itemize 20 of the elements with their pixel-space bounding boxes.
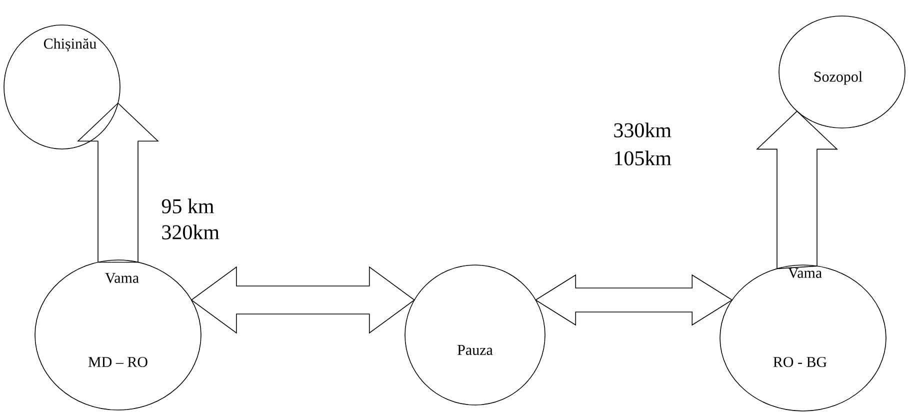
node-text: Chișinău <box>44 38 96 52</box>
ellipse-node <box>404 264 546 406</box>
node-text: Pauza <box>458 345 493 355</box>
node-text: Vama <box>788 268 822 278</box>
ellipse-node <box>34 260 202 410</box>
distance-label: 95 km <box>162 198 214 214</box>
node-text: MD – RO <box>88 356 148 368</box>
node-text: Sozopol <box>814 71 862 85</box>
distance-label: 105km <box>615 150 672 166</box>
ellipse-node <box>720 264 886 412</box>
ellipse-node <box>778 16 906 128</box>
distance-label: 320km <box>162 224 220 240</box>
block-arrow <box>77 102 159 263</box>
block-arrow <box>190 266 416 334</box>
distance-label: 330km <box>614 122 672 138</box>
node-text: Vama <box>105 272 139 284</box>
ellipse-node <box>4 24 120 150</box>
block-arrow <box>756 110 838 270</box>
node-text: RO - BG <box>773 356 827 368</box>
block-arrow <box>534 274 733 326</box>
